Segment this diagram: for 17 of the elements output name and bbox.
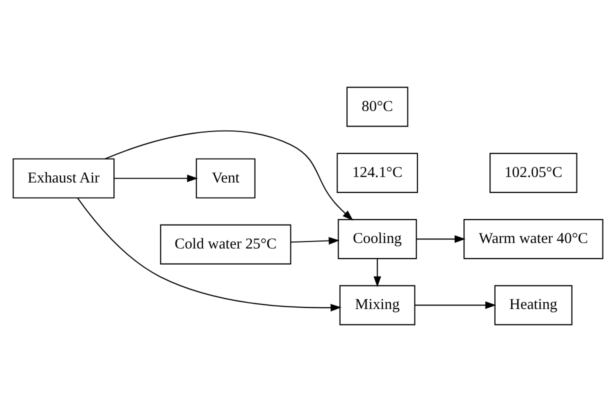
node-box: 102.05°C	[490, 152, 578, 192]
node-box: Heating	[494, 284, 572, 325]
node-box: 80°C	[346, 86, 408, 126]
arrow	[416, 234, 466, 242]
arrow	[105, 130, 354, 220]
arrow	[374, 258, 382, 287]
node-box: Exhaust Air	[12, 158, 115, 198]
node-box: Warm water 40°C	[464, 218, 604, 259]
node-box: Cold water 25°C	[160, 224, 292, 264]
arrow	[77, 197, 342, 311]
node-box: Mixing	[339, 284, 416, 325]
arrow	[114, 174, 198, 182]
arrow	[414, 300, 496, 308]
node-box: 124.1°C	[336, 152, 418, 192]
arrow	[291, 236, 340, 244]
node-box: Vent	[196, 158, 256, 198]
node-box: Cooling	[338, 218, 417, 259]
